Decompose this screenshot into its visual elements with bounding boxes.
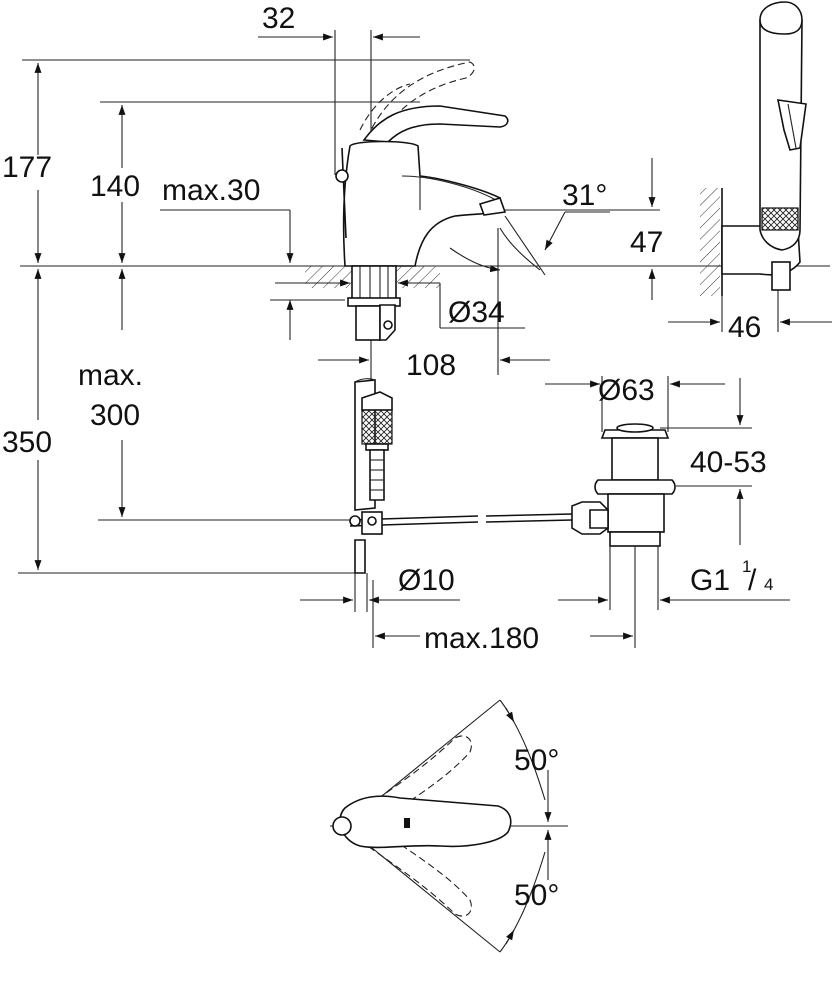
dimension-31-label: 31° [562, 179, 607, 212]
dimension-177: 177 [2, 63, 52, 263]
dimension-31-deg: 31° [504, 179, 610, 276]
dimension-dia63-label: Ø63 [598, 374, 655, 407]
dimension-47-label: 47 [630, 226, 663, 259]
angle-50-top-label: 50° [514, 744, 559, 777]
dimension-dia10-label: Ø10 [398, 564, 455, 597]
dimension-32-label: 32 [262, 2, 295, 35]
dimension-32: 32 [258, 2, 420, 41]
countertop-section [305, 265, 440, 341]
dimension-350: 350 [2, 269, 52, 570]
dimension-dia10: Ø10 [300, 564, 460, 612]
dimension-108-label: 108 [406, 349, 456, 382]
dimension-dia34-label: Ø34 [448, 296, 505, 329]
dimension-46-label: 46 [728, 311, 761, 344]
pop-up-drain [571, 423, 676, 547]
dimension-max30: max.30 [160, 174, 345, 340]
dimension-g1-numerator: 1 [742, 557, 751, 576]
dimension-max300: max. 300 [78, 269, 143, 517]
dimension-g1-label: G1 [690, 564, 730, 597]
dimension-108: 108 [318, 349, 550, 382]
dimension-max180-label: max.180 [424, 622, 539, 655]
dimension-dia34: Ø34 [275, 279, 525, 329]
dimension-350-label: 350 [2, 426, 52, 459]
supply-hose [349, 378, 573, 574]
dimension-max30-label: max.30 [162, 174, 260, 207]
hand-shower [700, 1, 807, 296]
dimension-max300-label-line1: max. [78, 359, 143, 392]
dimension-140: 140 [90, 105, 140, 263]
dimension-46: 46 [668, 290, 832, 344]
top-view-lever: 50° 50° [330, 699, 568, 953]
dimension-177-label: 177 [2, 151, 52, 184]
dimension-140-label: 140 [90, 170, 140, 203]
dimension-47: 47 [630, 158, 663, 300]
dimension-g1-slash: / [748, 564, 757, 597]
dimension-max300-label-line2: 300 [90, 399, 140, 432]
dimension-g1-denominator: 4 [764, 575, 773, 594]
dimension-max180: max.180 [372, 546, 636, 655]
dimension-40-53: 40-53 [660, 378, 767, 545]
dimension-40-53-label: 40-53 [690, 446, 767, 479]
faucet-side-view [335, 61, 541, 273]
dimension-g1-1-4: G1 1 / 4 [558, 546, 790, 610]
angle-50-bottom-label: 50° [514, 879, 559, 912]
dimension-dia63: Ø63 [545, 374, 725, 432]
